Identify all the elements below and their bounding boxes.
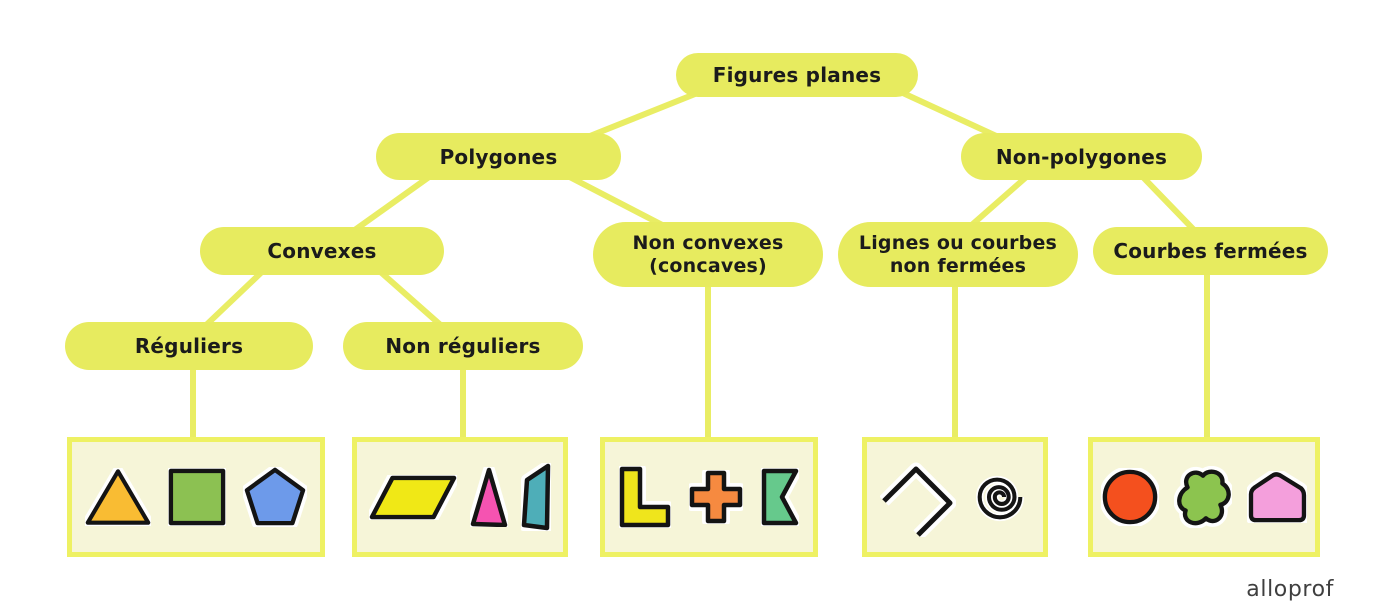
node-non-reguliers: Non réguliers [343, 322, 583, 370]
node-non-convexes: Non convexes (concaves) [593, 222, 823, 287]
node-figures-planes: Figures planes [676, 53, 918, 97]
node-polygones: Polygones [376, 133, 621, 180]
blob-icon [1174, 466, 1232, 528]
examples-box-courbes-fermees [1088, 437, 1320, 557]
cross-icon [689, 470, 743, 524]
equilateral-triangle-icon [85, 468, 151, 526]
spiral-icon [975, 475, 1025, 521]
rounded-closed-curve-icon [1247, 471, 1307, 523]
node-non-polygones: Non-polygones [961, 133, 1202, 180]
notched-polygon-icon [761, 468, 799, 526]
square-icon [168, 468, 226, 526]
examples-box-reguliers [67, 437, 325, 557]
node-reguliers: Réguliers [65, 322, 313, 370]
regular-pentagon-icon [243, 467, 307, 527]
scalene-triangle-icon [470, 467, 508, 527]
node-courbes-fermees: Courbes fermées [1093, 227, 1328, 275]
node-lignes-ou-courbes: Lignes ou courbes non fermées [838, 222, 1078, 287]
examples-box-non-convexes [600, 437, 818, 557]
irregular-quadrilateral-icon [521, 463, 551, 531]
examples-box-lignes-courbes [862, 437, 1048, 557]
l-shape-icon [619, 466, 671, 528]
open-polyline-icon [880, 462, 956, 537]
node-convexes: Convexes [200, 227, 444, 275]
circle-icon [1101, 468, 1159, 526]
alloprof-logo: alloprof [1246, 577, 1334, 602]
examples-box-non-reguliers [352, 437, 568, 557]
parallelogram-icon [369, 474, 457, 520]
